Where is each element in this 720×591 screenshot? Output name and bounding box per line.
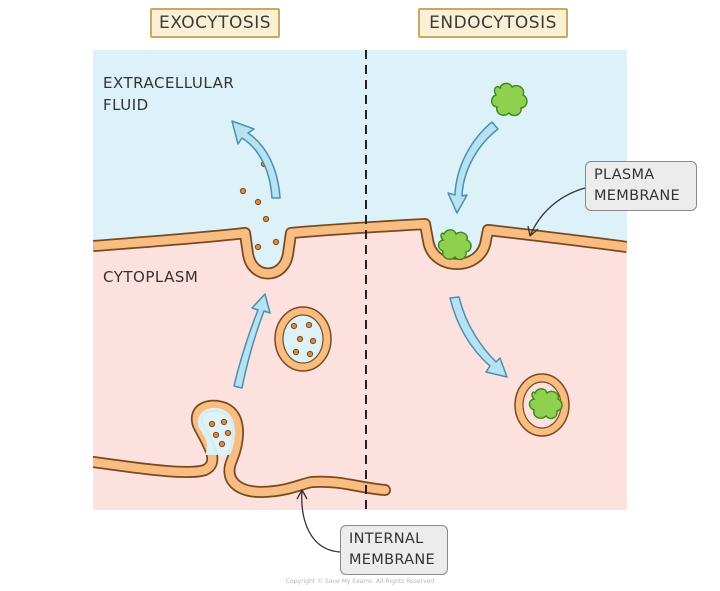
endocytic-vesicle [514,373,570,437]
cytoplasm-label: CYTOPLASM [103,268,199,286]
plasma-callout-leader [529,187,586,237]
internal-membrane-callout: INTERNAL MEMBRANE [340,525,448,575]
secretory-vesicle [274,306,332,372]
internal-callout-leader [301,489,341,553]
internal-callout-line1: INTERNAL [349,531,424,547]
exocytosis-title: EXOCYTOSIS [150,8,280,38]
extracellular-label-line2: FLUID [103,96,149,114]
budding-vesicle-particles [208,418,232,448]
arrow-vesicle-down [449,296,508,378]
cargo-in-pit [437,229,472,261]
extracellular-fluid-label: EXTRACELLULAR FLUID [103,72,234,116]
endocytosis-title: ENDOCYTOSIS [418,8,568,38]
cargo-molecule [490,82,528,117]
copyright-text: Copyright © Save My Exams. All Rights Re… [285,578,435,585]
arrow-release-up [231,120,281,199]
arrow-vesicle-up [233,293,271,389]
extracellular-label-line1: EXTRACELLULAR [103,74,235,92]
plasma-membrane-callout: PLASMA MEMBRANE [585,161,697,211]
plasma-callout-line2: MEMBRANE [594,188,680,204]
plasma-callout-line1: PLASMA [594,167,655,183]
arrow-cargo-down [447,121,499,214]
internal-callout-line2: MEMBRANE [349,552,435,568]
